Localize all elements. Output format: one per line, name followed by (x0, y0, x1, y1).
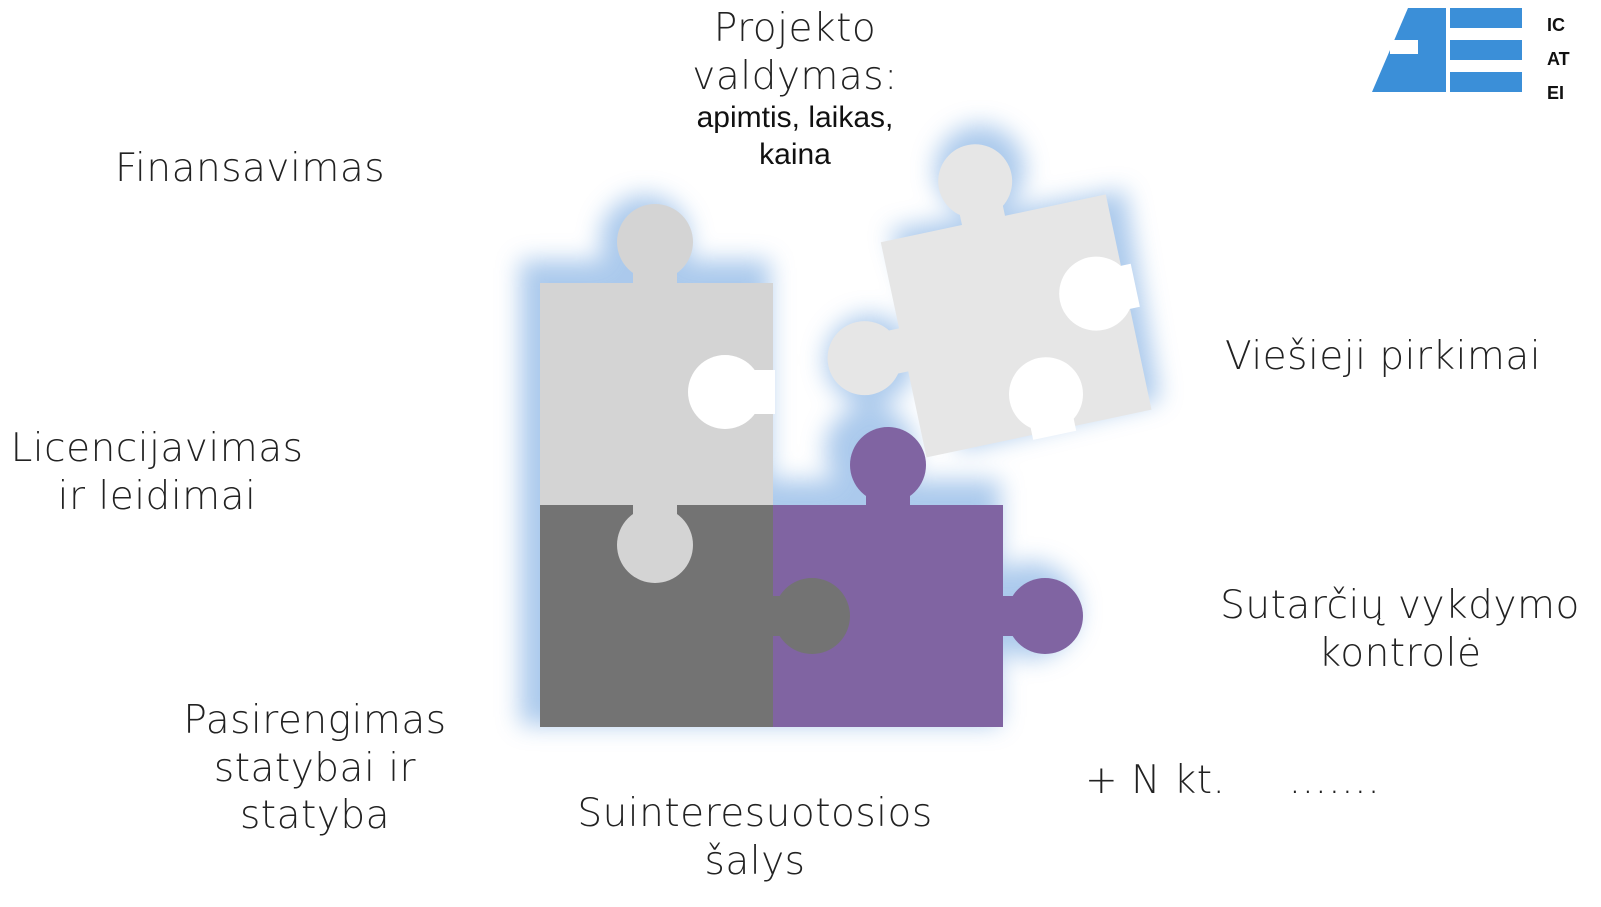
label-pasirengimas-statybai: Pasirengimas statybai ir statyba (150, 697, 480, 840)
label-sutarciu-kontrole: Sutarčių vykdymo kontrolė (1210, 582, 1590, 677)
label-projekto-line-2: valdymas: (692, 53, 898, 99)
logo-line-2: AT (1547, 49, 1570, 69)
label-licencijavimas: Licencijavimas ir leidimai (2, 425, 312, 520)
label-suinteresuotosios-line-2: šalys (704, 838, 806, 884)
label-pasirengimas-line-3: statyba (239, 793, 391, 839)
label-licencijavimas-line-1: Licencijavimas (10, 426, 304, 471)
label-sutarciu-line-2: kontrolė (1318, 630, 1482, 676)
logo-line-1: IC (1547, 15, 1565, 35)
logo-text: IC AT EI (1547, 8, 1570, 110)
puzzle-piece-light (540, 204, 775, 505)
puzzle-piece-floating (827, 144, 1152, 458)
label-n-kt-dots: ……. (1288, 758, 1381, 803)
label-finansavimas-text: Finansavimas (114, 146, 386, 191)
aee-logo-icon (1372, 8, 1522, 92)
label-projekto-valdymas: Projekto valdymas: apimtis, laikas, kain… (630, 5, 960, 173)
label-viesieji-pirkimai: Viešieji pirkimai (1225, 333, 1565, 381)
logo-line-3: EI (1547, 83, 1565, 103)
label-licencijavimas-line-2: ir leidimai (57, 473, 257, 519)
label-viesieji-text: Viešieji pirkimai (1225, 334, 1542, 379)
label-pasirengimas-line-1: Pasirengimas (183, 698, 447, 743)
label-n-kt-text: + N kt. (1085, 758, 1226, 803)
label-finansavimas: Finansavimas (100, 145, 400, 193)
label-suinteresuotosios-line-1: Suinteresuotosios (577, 791, 933, 836)
label-suinteresuotosios-salys: Suinteresuotosios šalys (560, 790, 950, 885)
label-projekto-line-4: kaina (759, 137, 831, 171)
label-sutarciu-line-1: Sutarčių vykdymo (1220, 583, 1580, 628)
label-pasirengimas-line-2: statybai ir (213, 745, 417, 791)
label-projekto-line-1: Projekto (713, 6, 877, 51)
label-n-kt: + N kt. ……. (1085, 757, 1405, 805)
puzzle-piece-purple (773, 427, 1083, 727)
label-projekto-line-3: apimtis, laikas, (696, 101, 894, 135)
